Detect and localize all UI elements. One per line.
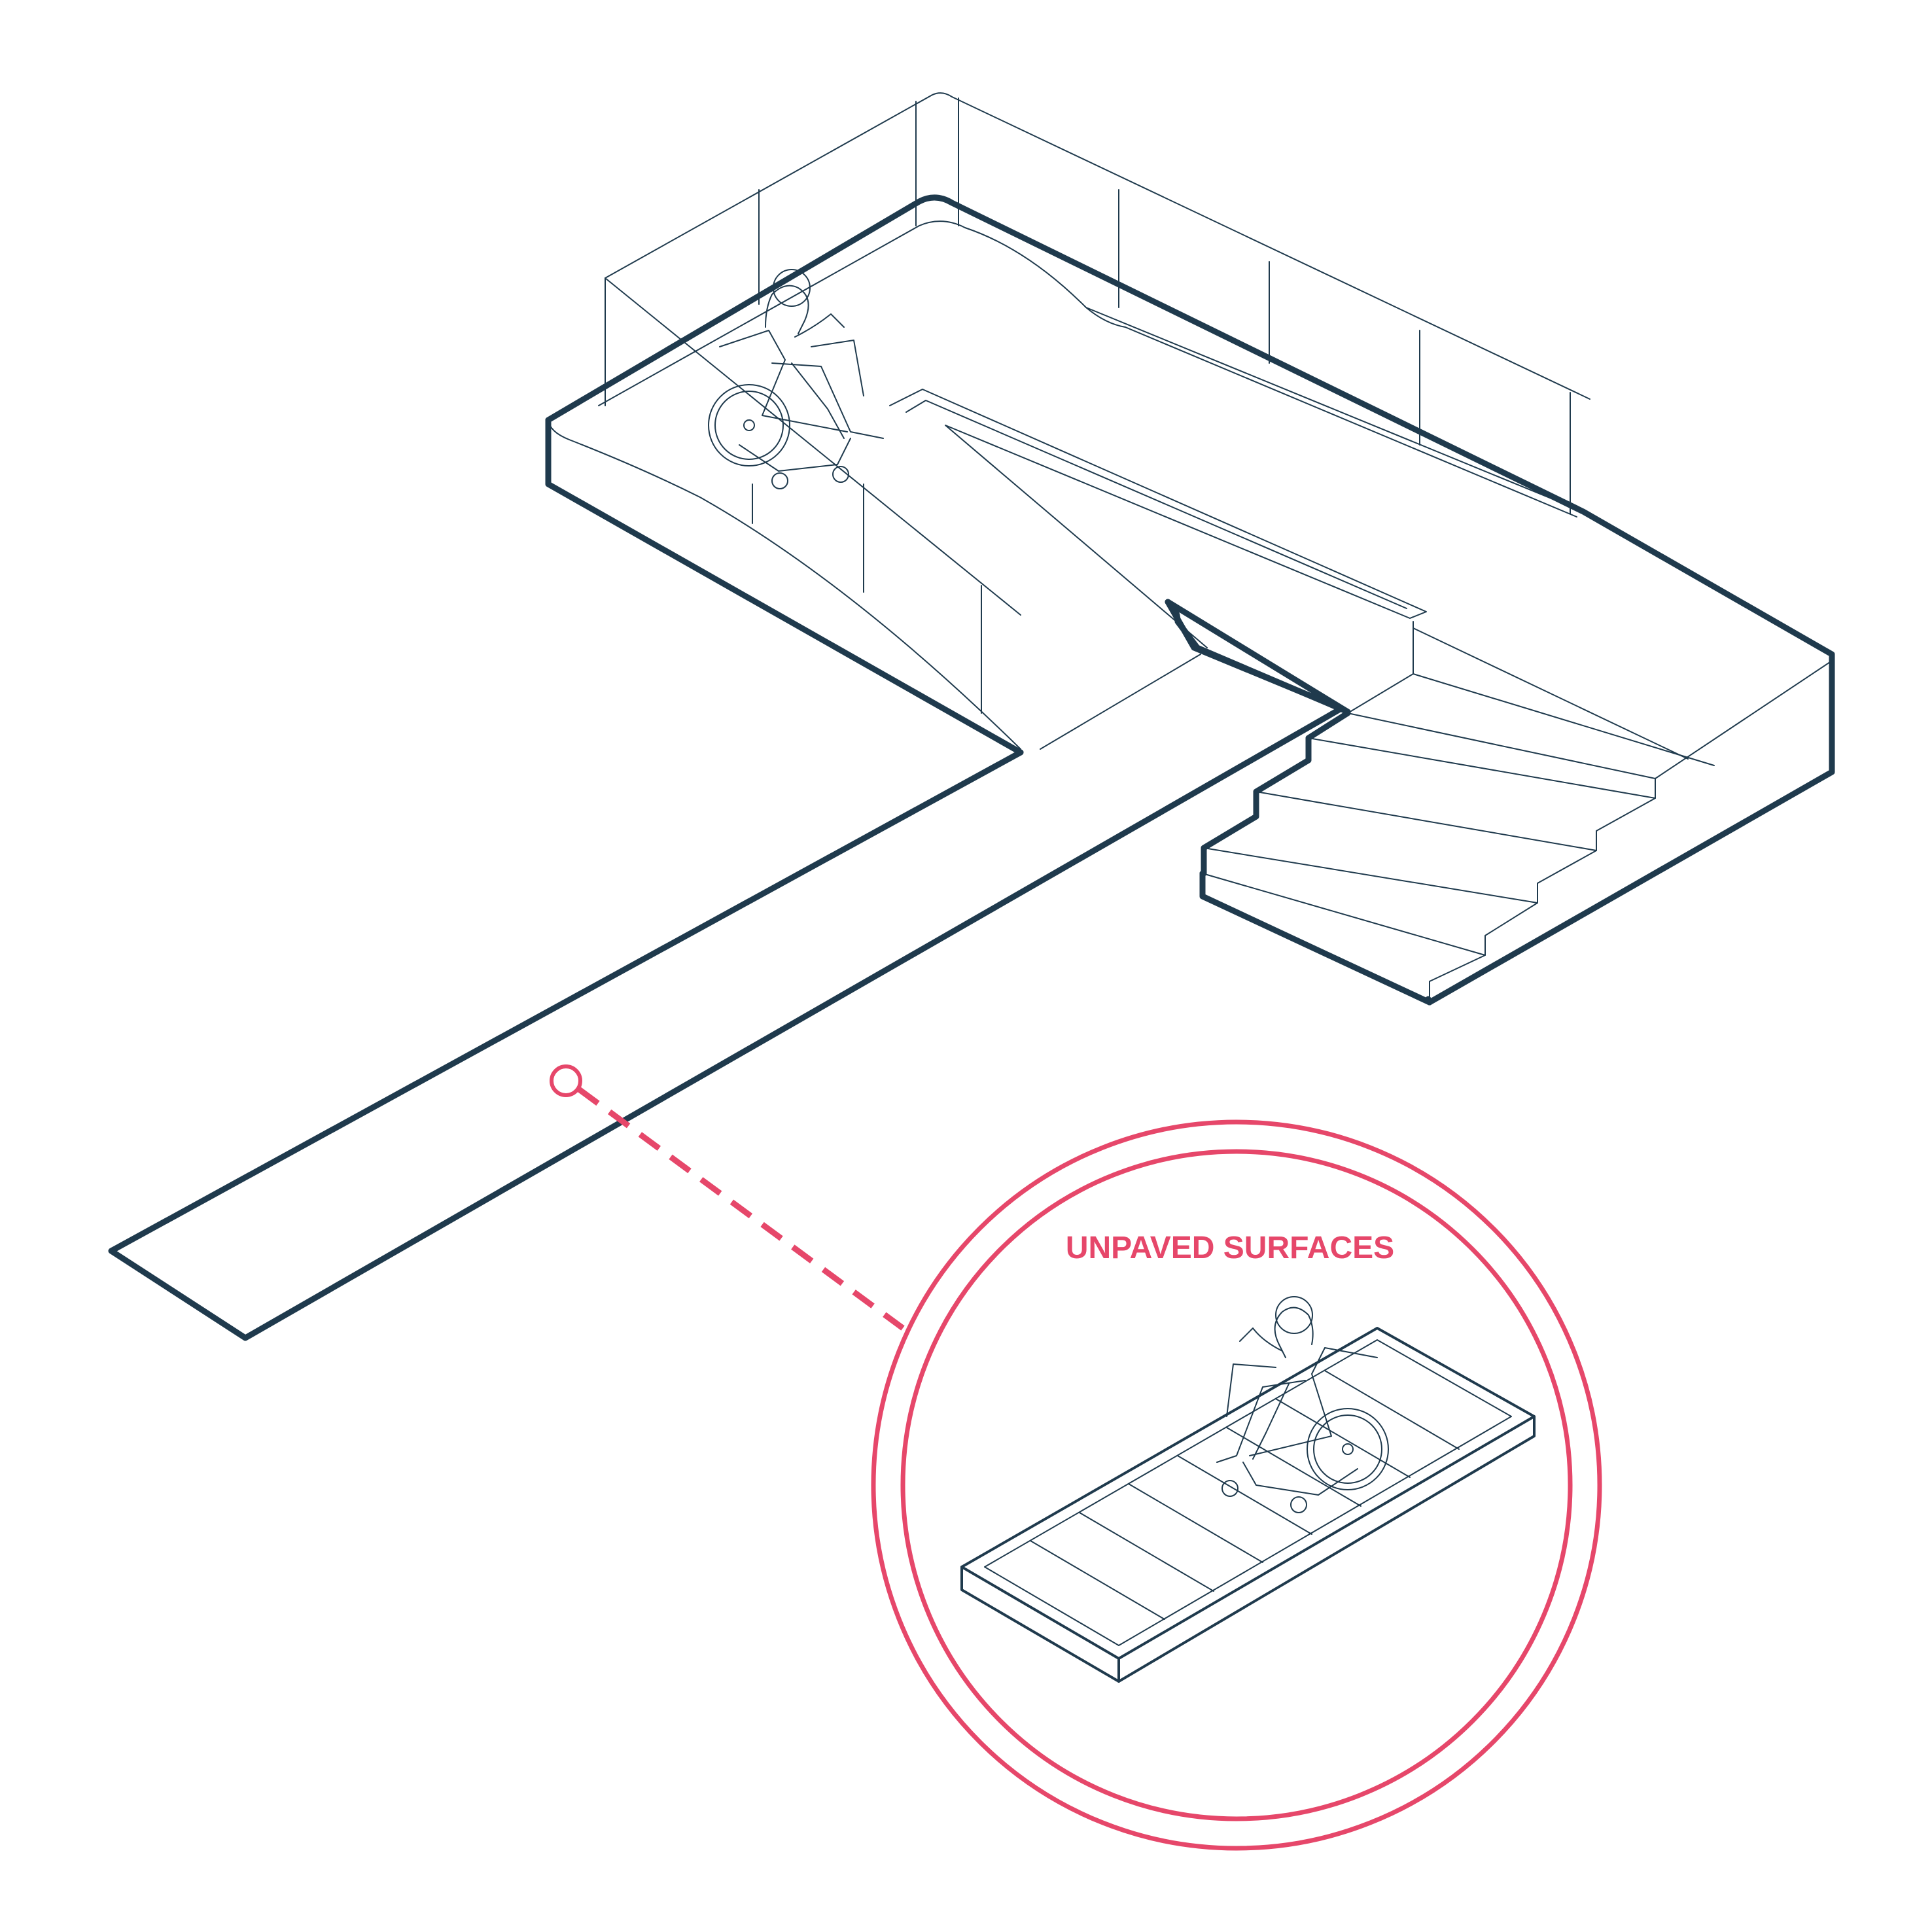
walkway-strip (108, 705, 1344, 1341)
platform-outline (545, 194, 1835, 1006)
detail-tray-outline (960, 1327, 1536, 1683)
unpaved-surface-detail (960, 1296, 1536, 1683)
wheelchair-user-icon (708, 269, 884, 489)
platform-inner-rim (1085, 307, 1577, 518)
ramp-notch-inner (1165, 599, 1351, 715)
platform-top-face (548, 419, 1021, 750)
callout-outer-ring (871, 1119, 1602, 1851)
railings (605, 92, 1590, 714)
ramp-notch (1165, 599, 1351, 715)
ramp-central-island (889, 389, 1427, 648)
platform-inner-border (598, 220, 1584, 512)
stairs (1199, 621, 1833, 1006)
callout-inner-ring (900, 1149, 1573, 1821)
ramp-surface-edge (1040, 654, 1201, 750)
detail-surface-lines (1030, 1370, 1460, 1620)
callout-leader (577, 1087, 905, 1331)
wheelchair-user-icon (1216, 1296, 1389, 1513)
callout (550, 1064, 1602, 1851)
isometric-structure (108, 92, 1835, 1341)
detail-tray-inner (984, 1339, 1512, 1646)
callout-marker (550, 1064, 582, 1097)
ramp-central-island-inner (905, 400, 1407, 609)
platform-front-edge (545, 417, 1024, 756)
callout-label: UNPAVED SURFACES (1065, 1231, 1395, 1265)
